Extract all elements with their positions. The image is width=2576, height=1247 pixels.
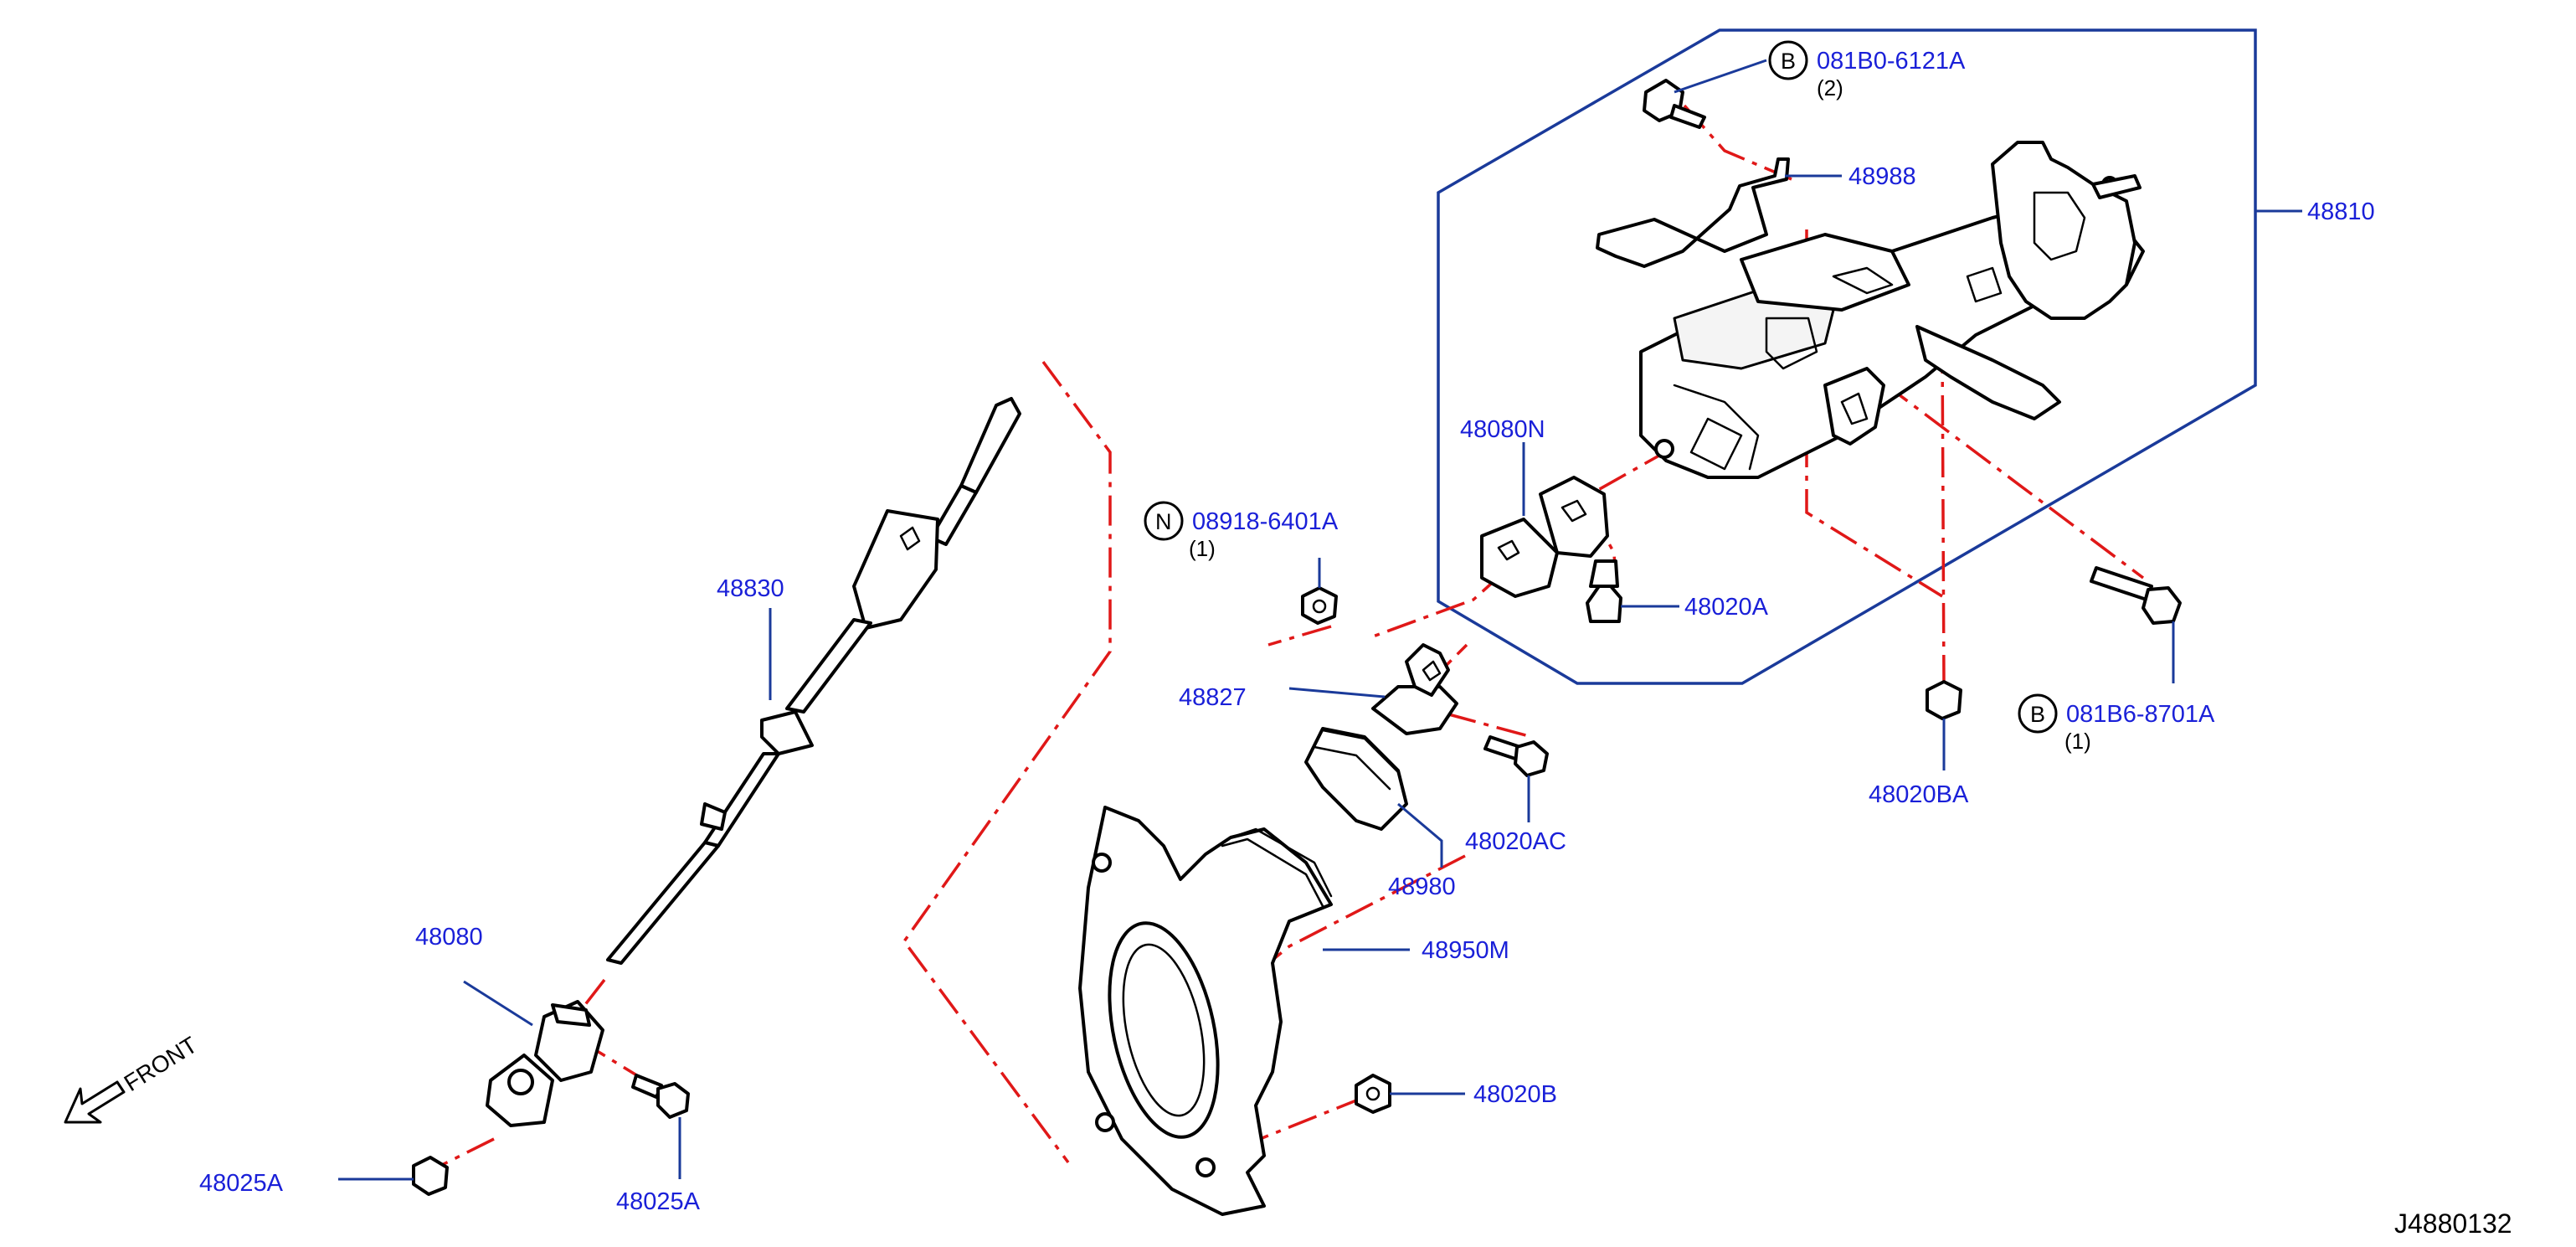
n-symbol-08918-letter: N	[1155, 509, 1172, 534]
bolt-48020A	[1586, 559, 1622, 623]
diagram-number: J4880132	[2394, 1208, 2512, 1239]
column-assembly-outline	[1437, 28, 2257, 685]
leader-lines	[338, 59, 2302, 1181]
front-arrow-icon	[64, 1080, 126, 1124]
label-48950M: 48950M	[1422, 937, 1509, 964]
universal-joint-upper	[1480, 476, 1609, 598]
label-081B0-6121A: 081B0-6121A	[1817, 48, 1966, 75]
label-48827: 48827	[1179, 684, 1247, 711]
n-symbol-08918	[1144, 501, 1184, 541]
label-48020A: 48020A	[1684, 594, 1769, 621]
intermediate-shaft-48830	[606, 397, 1021, 965]
label-48020AC: 48020AC	[1465, 828, 1566, 855]
b-symbol-081B6	[2018, 693, 2058, 734]
bolt-48025A-right	[631, 1074, 690, 1119]
label-48980: 48980	[1388, 873, 1456, 900]
label-48988: 48988	[1848, 163, 1916, 190]
qty-081B0: (2)	[1817, 75, 1843, 100]
label-48020B: 48020B	[1473, 1081, 1557, 1108]
b-symbol-081B0-letter: B	[1781, 49, 1796, 74]
qty-081B6: (1)	[2064, 729, 2091, 754]
b-symbol-081B6-letter: B	[2030, 702, 2045, 727]
label-48830: 48830	[717, 575, 784, 602]
label-48025A-left: 48025A	[199, 1170, 284, 1197]
nut-08918	[1301, 586, 1338, 625]
bolt-48025A-left	[412, 1156, 449, 1196]
bolt-081B0	[1643, 79, 1706, 129]
clamp-48827	[1371, 643, 1458, 735]
label-48020BA: 48020BA	[1869, 781, 1969, 808]
universal-joint-lower	[486, 1000, 604, 1127]
nut-48020B	[1355, 1074, 1391, 1114]
label-08918-6401A: 08918-6401A	[1192, 508, 1339, 535]
label-081B6-8701A: 081B6-8701A	[2066, 701, 2215, 728]
b-symbol-081B0	[1768, 40, 1808, 80]
bolt-081B6	[2090, 566, 2182, 625]
nut-48020BA	[1926, 680, 1962, 720]
qty-08918: (1)	[1189, 536, 1216, 561]
label-48080N: 48080N	[1460, 416, 1545, 443]
label-48080: 48080	[415, 924, 483, 951]
column-hole-cover-48950M	[1078, 806, 1333, 1216]
bolt-48020AC	[1483, 735, 1549, 777]
steering-column-assembly	[1596, 141, 2145, 479]
seal-48980	[1304, 727, 1408, 831]
front-label: FRONT	[120, 1032, 202, 1096]
label-48810: 48810	[2307, 198, 2375, 225]
label-48025A-right: 48025A	[616, 1188, 701, 1215]
